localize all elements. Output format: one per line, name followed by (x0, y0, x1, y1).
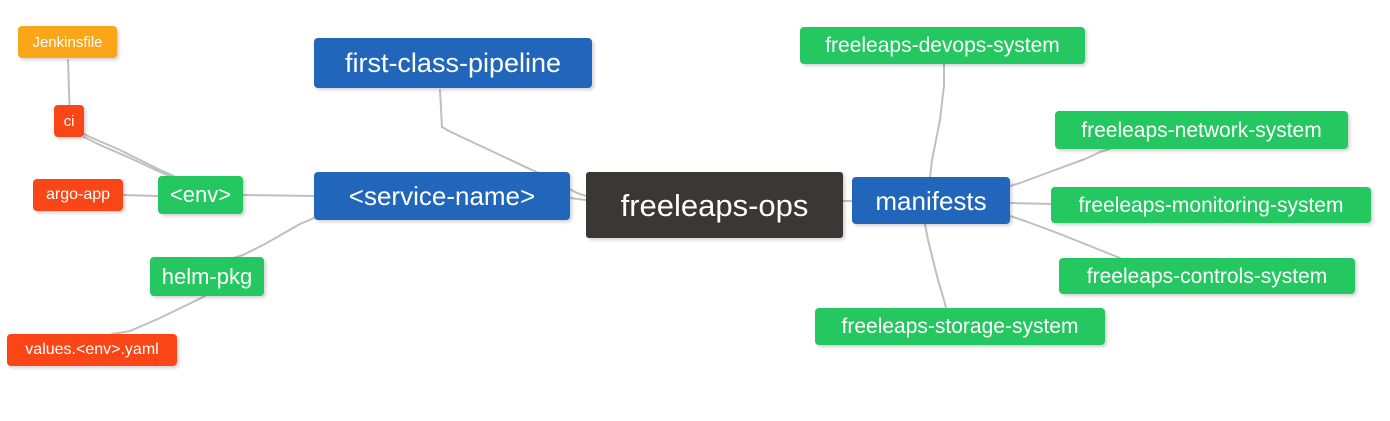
mindmap-node-argo-app[interactable]: argo-app (33, 179, 123, 211)
mindmap-node-first-class-pipeline[interactable]: first-class-pipeline (314, 38, 592, 88)
edge-helm-pkg-to-values-env-yaml (111, 295, 206, 335)
mindmap-node-label: freeleaps-network-system (1081, 118, 1322, 142)
mindmap-node-freeleaps-network-system[interactable]: freeleaps-network-system (1055, 111, 1348, 149)
mindmap-node-freeleaps-storage-system[interactable]: freeleaps-storage-system (815, 308, 1105, 345)
mindmap-node-env[interactable]: <env> (158, 176, 243, 214)
mindmap-node-label: helm-pkg (161, 263, 253, 289)
mindmap-node-label: freeleaps-controls-system (1086, 264, 1328, 288)
mindmap-node-freeleaps-ops[interactable]: freeleaps-ops (586, 172, 843, 238)
edge-service-name-to-helm-pkg (229, 217, 315, 260)
mindmap-node-jenkinsfile[interactable]: Jenkinsfile (18, 26, 117, 58)
mindmap-node-helm-pkg[interactable]: helm-pkg (150, 257, 264, 296)
mindmap-node-label: Jenkinsfile (32, 33, 103, 51)
mindmap-node-freeleaps-devops-system[interactable]: freeleaps-devops-system (800, 27, 1085, 64)
mindmap-node-label: freeleaps-devops-system (825, 34, 1060, 57)
mindmap-node-label: ci (63, 112, 75, 130)
mindmap-node-label: freeleaps-monitoring-system (1078, 193, 1344, 217)
mindmap-node-label: <service-name> (348, 181, 536, 211)
edge-freeleaps-ops-to-service-name (569, 197, 587, 201)
edge-manifests-to-freeleaps-storage-system (924, 223, 947, 309)
mindmap-node-service-name[interactable]: <service-name> (314, 172, 570, 220)
edge-manifests-to-freeleaps-network-system (1009, 148, 1111, 187)
mindmap-node-freeleaps-monitoring-system[interactable]: freeleaps-monitoring-system (1051, 187, 1371, 223)
mindmap-node-label: <env> (169, 182, 232, 207)
mindmap-node-label: freeleaps-storage-system (841, 315, 1079, 338)
edge-env-to-ci (83, 136, 173, 178)
edge-env-to-argo-app (122, 194, 159, 197)
mindmap-node-freeleaps-controls-system[interactable]: freeleaps-controls-system (1059, 258, 1355, 294)
mindmap-node-label: argo-app (45, 186, 111, 203)
mindmap-node-label: values.<env>.yaml (25, 341, 159, 358)
mindmap-node-values-env-yaml[interactable]: values.<env>.yaml (7, 334, 177, 366)
edge-service-name-to-env (242, 194, 315, 197)
mindmap-node-label: first-class-pipeline (344, 47, 562, 78)
edge-manifests-to-freeleaps-monitoring-system (1009, 202, 1052, 205)
mindmap-node-label: manifests (875, 185, 987, 216)
mindmap-node-label: freeleaps-ops (620, 187, 809, 223)
mindmap-node-manifests[interactable]: manifests (852, 177, 1010, 224)
mindmap-node-ci[interactable]: ci (54, 105, 84, 137)
edge-manifests-to-freeleaps-devops-system (929, 63, 945, 178)
